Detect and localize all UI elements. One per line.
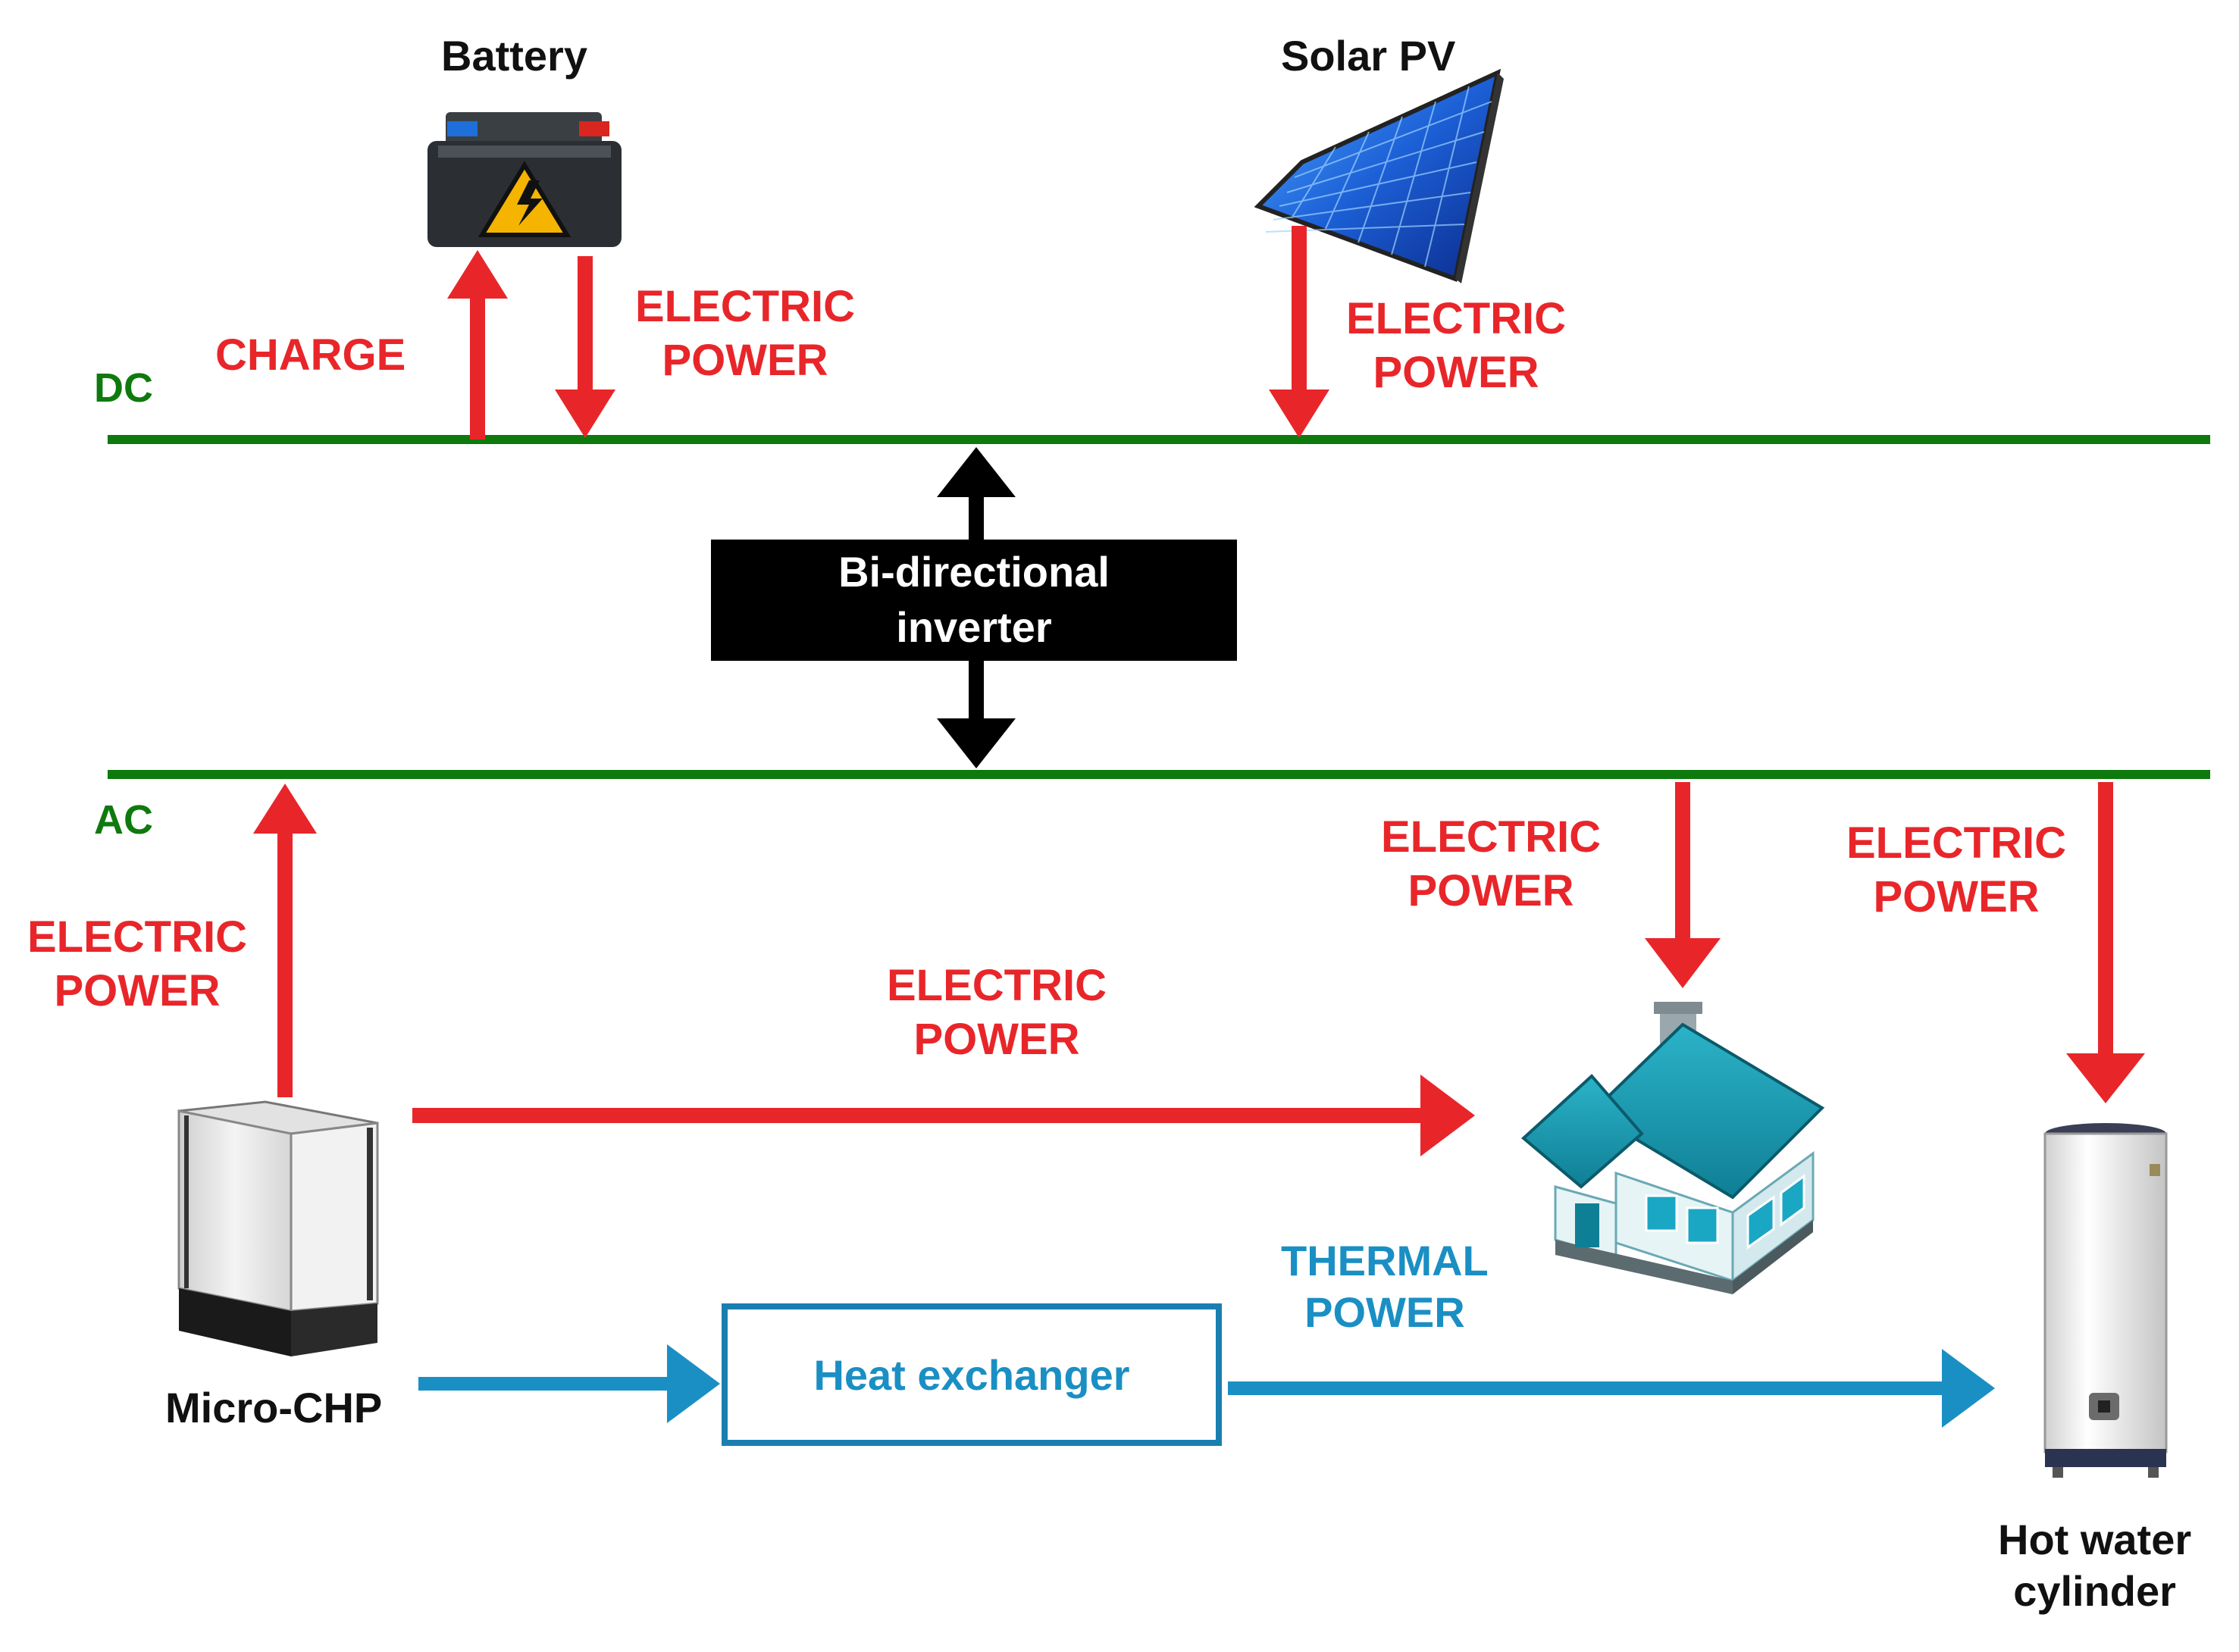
flow-label-line1: ELECTRIC bbox=[1381, 812, 1601, 862]
charge-arrow bbox=[447, 250, 508, 440]
ac-to-cylinder-arrow bbox=[2066, 782, 2145, 1103]
micro-chp-label: Micro-CHP bbox=[165, 1384, 383, 1431]
flow-label-line1: ELECTRIC bbox=[887, 961, 1107, 1010]
hot-water-cylinder-icon bbox=[2043, 1123, 2168, 1478]
hot-water-cylinder-label: Hot water cylinder bbox=[1998, 1514, 2191, 1618]
inverter-up-arrow bbox=[937, 447, 1016, 540]
solar-pv-label: Solar PV bbox=[1281, 32, 1456, 80]
flow-label-line2: POWER bbox=[662, 335, 828, 385]
ac-to-house-arrow bbox=[1645, 782, 1721, 988]
flow-label-line1: ELECTRIC bbox=[1846, 818, 2066, 868]
solar-panel-icon bbox=[1254, 68, 1504, 283]
charge-label: CHARGE bbox=[215, 330, 406, 380]
solar-power-arrow bbox=[1269, 226, 1329, 438]
battery-icon bbox=[427, 112, 622, 247]
inverter-label-line1: Bi-directional bbox=[838, 548, 1110, 596]
thermal-label-line1: THERMAL bbox=[1281, 1237, 1489, 1284]
flow-label-line1: ELECTRIC bbox=[635, 282, 855, 331]
chp-house-electric-power-label: ELECTRIC POWER bbox=[887, 959, 1107, 1067]
solar-electric-power-label: ELECTRIC POWER bbox=[1346, 293, 1566, 400]
ac-bus-label: AC bbox=[94, 797, 153, 843]
chp-to-ac-arrow bbox=[253, 784, 317, 1097]
battery-label: Battery bbox=[441, 32, 587, 80]
chp-ac-electric-power-label: ELECTRIC POWER bbox=[27, 911, 247, 1018]
flow-label-line2: POWER bbox=[1373, 347, 1539, 397]
inverter-label-line2: inverter bbox=[896, 603, 1052, 651]
inverter-down-arrow bbox=[937, 661, 1016, 768]
hot-water-label-line1: Hot water bbox=[1998, 1516, 2192, 1563]
flow-label-line1: ELECTRIC bbox=[1346, 294, 1566, 343]
hot-water-label-line2: cylinder bbox=[2013, 1567, 2176, 1616]
heat-exchanger-label: Heat exchanger bbox=[813, 1350, 1130, 1399]
flow-label-line1: ELECTRIC bbox=[27, 912, 247, 962]
flow-label-line2: POWER bbox=[913, 1014, 1080, 1064]
ac-house-electric-power-label: ELECTRIC POWER bbox=[1381, 811, 1601, 918]
chp-to-house-arrow bbox=[412, 1075, 1475, 1156]
dc-bus-label: DC bbox=[94, 365, 153, 411]
flow-label-line2: POWER bbox=[1873, 871, 2040, 921]
flow-label-line2: POWER bbox=[54, 965, 221, 1015]
thermal-power-label: THERMAL POWER bbox=[1281, 1235, 1489, 1339]
battery-electric-power-label: ELECTRIC POWER bbox=[635, 280, 855, 388]
micro-chp-icon bbox=[177, 1100, 379, 1356]
house-icon bbox=[1520, 1002, 1825, 1294]
ac-cylinder-electric-power-label: ELECTRIC POWER bbox=[1846, 817, 2066, 925]
heat-exchanger-to-cylinder-arrow bbox=[1228, 1349, 1995, 1428]
bi-directional-inverter-box: Bi-directional inverter bbox=[711, 540, 1237, 661]
thermal-label-line2: POWER bbox=[1304, 1288, 1465, 1337]
heat-exchanger-box: Heat exchanger bbox=[722, 1303, 1222, 1446]
battery-discharge-arrow bbox=[555, 256, 615, 438]
chp-to-heat-exchanger-arrow bbox=[418, 1344, 720, 1423]
flow-label-line2: POWER bbox=[1408, 865, 1574, 915]
